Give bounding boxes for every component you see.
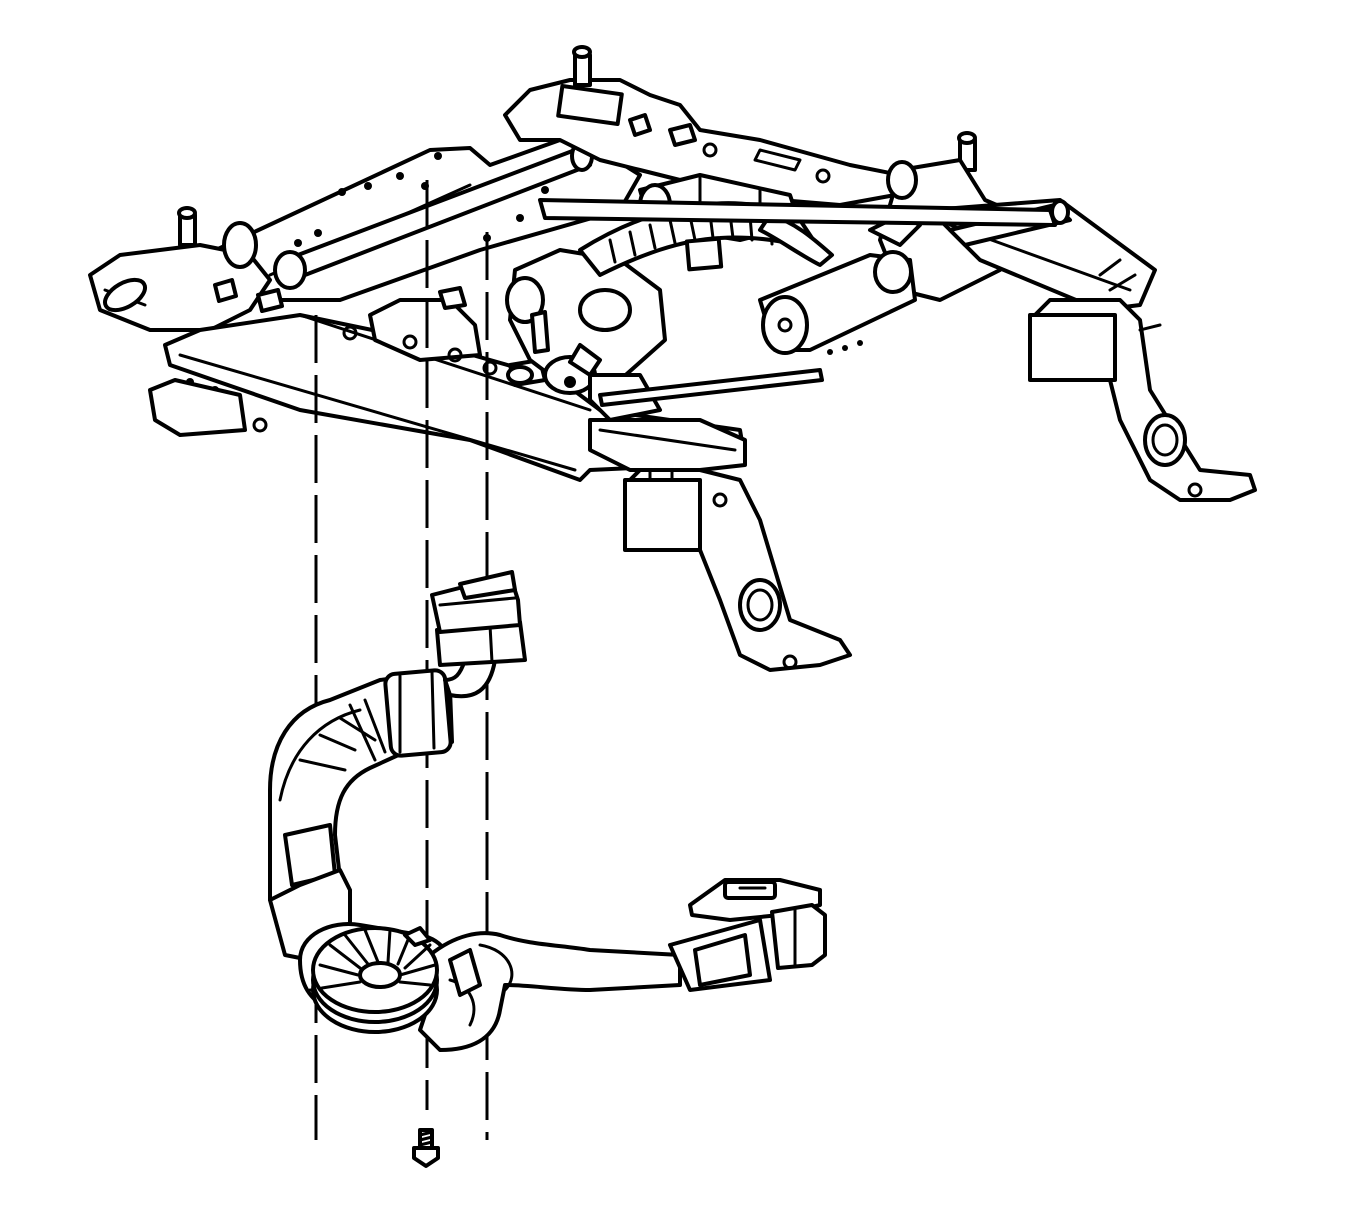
harness-spool-clip [311,926,482,1034]
adjuster-motor [758,250,917,355]
harness-connector-top [430,570,522,634]
gearbox [505,248,824,422]
seat-adjuster-frame [88,45,1257,672]
cross-rod [538,198,1057,227]
harness-connector-right [688,878,827,970]
retaining-screw [412,1128,440,1168]
